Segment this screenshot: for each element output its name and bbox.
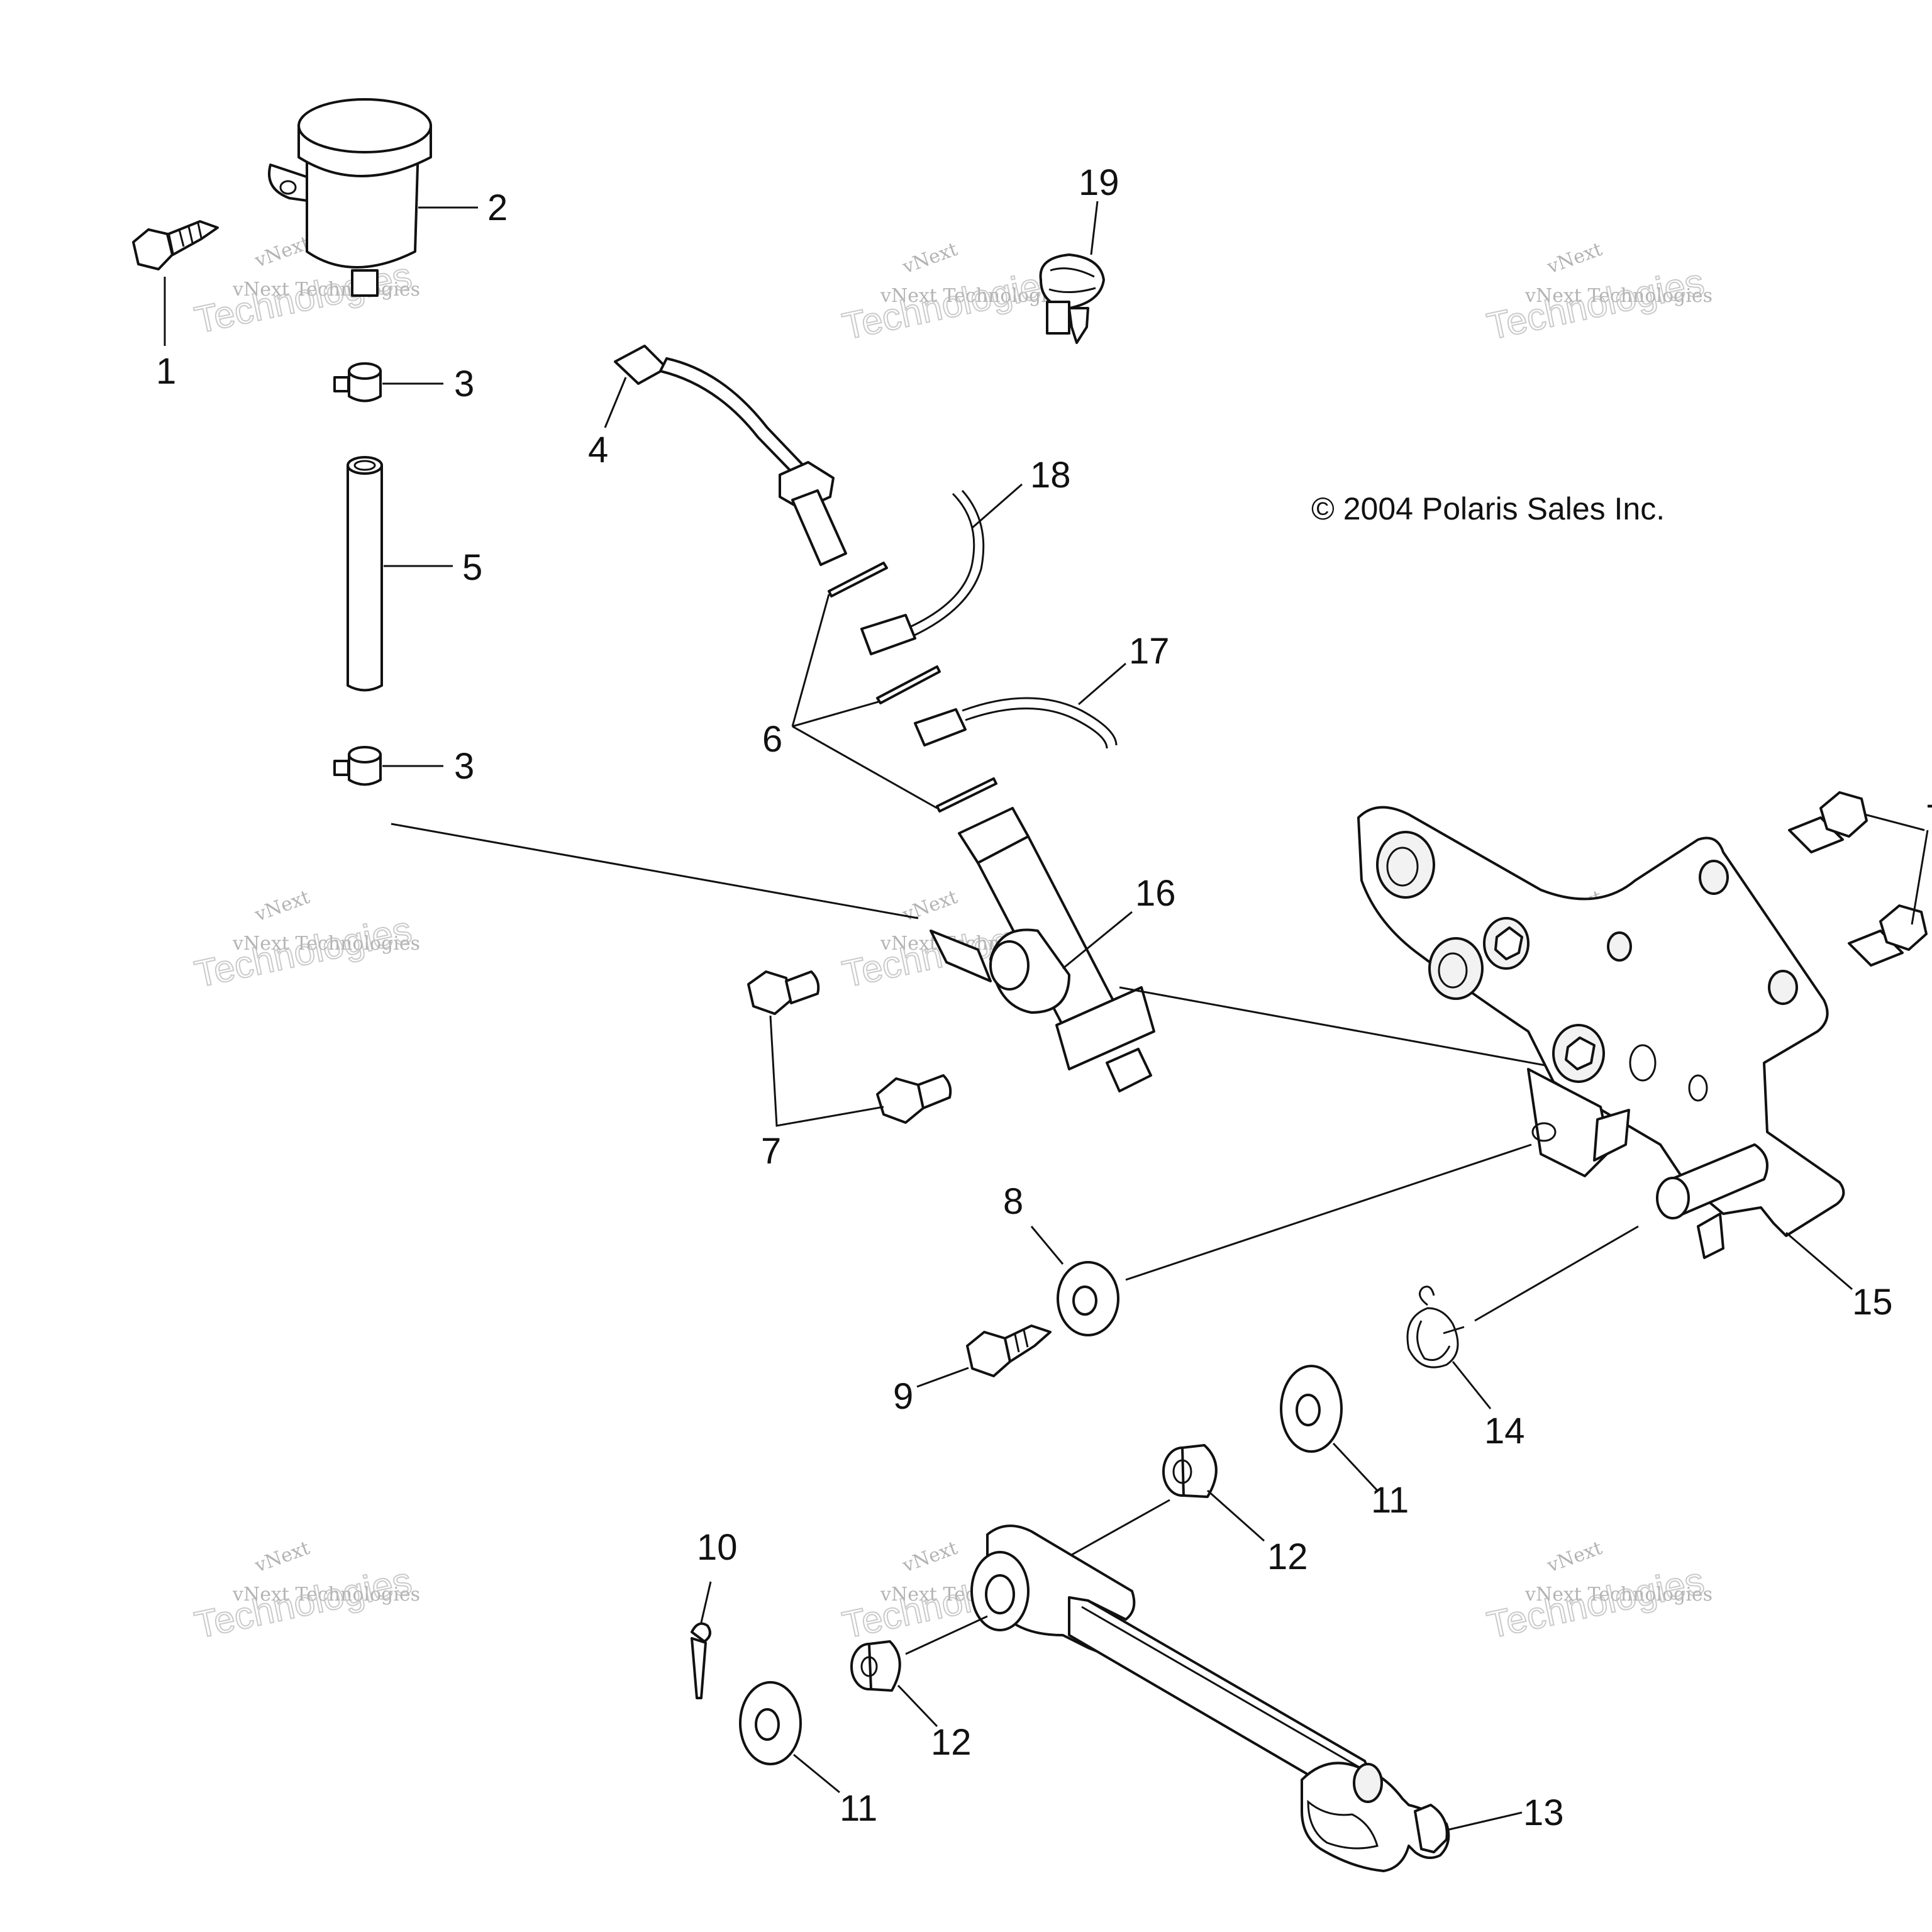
part-16-master-cylinder [930,807,1155,1092]
svg-text:Technologies: Technologies [1484,260,1708,347]
svg-text:vNext Technologies: vNext Technologies [232,933,420,955]
svg-text:Technologies: Technologies [839,260,1063,347]
svg-text:Technologies: Technologies [191,254,416,341]
part-9-screw [966,1324,1052,1377]
svg-text:Technologies: Technologies [191,1559,416,1646]
part-5-hose [347,456,383,692]
callout-12-lower: 12 [931,1722,972,1763]
part-12-bushing-lower [850,1640,901,1692]
svg-text:vNext Technologies: vNext Technologies [1524,1584,1713,1606]
callout-15: 15 [1852,1282,1893,1323]
part-12-bushing-upper [1162,1444,1218,1498]
part-14-spring [1406,1285,1465,1368]
part-2-reservoir [268,98,432,297]
part-18-wire [860,489,985,655]
part-4-brake-switch [614,345,847,566]
part-7-bolt-lower [876,1074,952,1124]
part-3-clamp-lower [333,746,382,786]
callout-9: 9 [893,1376,913,1417]
callout-3-upper: 3 [454,364,474,404]
part-19-clip [1039,253,1105,344]
part-7-bolt-right-upper [1788,791,1868,853]
callout-3-lower: 3 [454,746,474,787]
callout-11-lower: 11 [840,1788,877,1829]
part-17-wire [914,697,1118,749]
svg-text:vNext Technologies: vNext Technologies [880,285,1068,307]
callout-18: 18 [1030,455,1071,496]
callout-19: 19 [1079,162,1119,203]
part-11-washer-lower [739,1681,802,1765]
callout-2: 2 [487,187,508,228]
part-6-seals [828,562,997,813]
copyright-text: © 2004 Polaris Sales Inc. [1311,491,1665,526]
svg-text:Technologies: Technologies [1484,1559,1708,1646]
part-13-brake-pedal [970,1524,1450,1872]
watermark-top-center: vNext vNext Technologies Technologies [838,238,1068,348]
callout-11-upper: 11 [1371,1480,1409,1521]
watermark-top-right: vNext vNext Technologies Technologies [1483,238,1713,348]
callout-6: 6 [762,719,782,760]
callout-12-upper: 12 [1267,1536,1308,1577]
callout-14: 14 [1484,1411,1525,1452]
part-7-bolt-upper [747,970,820,1015]
part-8-washer [1057,1261,1119,1336]
watermark-bottom-right: vNext vNext Technologies Technologies [1483,1537,1713,1647]
callout-5: 5 [462,547,482,588]
callout-4: 4 [588,430,608,470]
part-1-screw [132,220,219,270]
watermark-mid-left: vNext vNext Technologies Technologies [191,886,420,996]
part-7-bolt-right-lower [1848,904,1928,967]
watermark-bottom-left: vNext vNext Technologies Technologies [191,1537,420,1647]
svg-text:vNext Technologies: vNext Technologies [232,1584,420,1606]
callout-17: 17 [1129,631,1170,672]
callout-7: 7 [761,1131,781,1172]
callout-16: 16 [1135,873,1176,914]
part-15-bracket [1357,806,1845,1259]
part-3-clamp-upper [333,362,382,402]
callout-1: 1 [156,351,176,392]
part-11-washer-upper [1280,1365,1343,1453]
callout-8: 8 [1003,1181,1023,1222]
callout-7-right: 7 [1926,797,1932,838]
callout-10: 10 [697,1527,738,1568]
svg-text:vNext: vNext [899,238,960,279]
svg-text:vNext: vNext [1544,238,1605,279]
svg-text:vNext Technologies: vNext Technologies [1524,285,1713,307]
svg-text:vNext: vNext [252,1537,313,1577]
svg-text:vNext: vNext [899,1537,960,1577]
svg-text:vNext: vNext [1544,1537,1605,1577]
part-10-cotter-pin [691,1622,711,1699]
svg-text:Technologies: Technologies [191,908,416,995]
svg-text:vNext Technologies: vNext Technologies [232,279,420,301]
callout-13: 13 [1523,1792,1564,1833]
svg-text:vNext: vNext [252,232,313,272]
svg-text:vNext: vNext [899,886,960,926]
svg-text:vNext: vNext [252,886,313,926]
